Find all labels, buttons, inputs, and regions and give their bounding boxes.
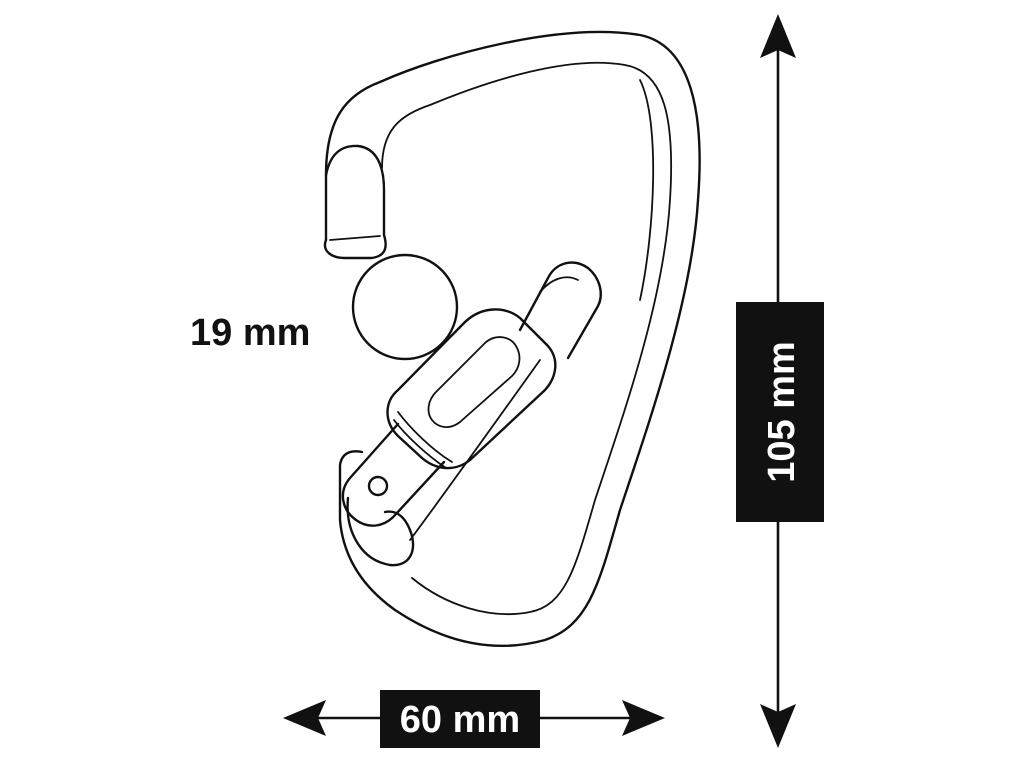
carabiner-hinge-lobe <box>346 496 415 567</box>
gate-opening-circle <box>351 253 459 361</box>
carabiner-nose <box>323 144 387 260</box>
carabiner-inner-contour <box>381 61 673 616</box>
gate-opening-label: 19 mm <box>190 312 310 354</box>
carabiner-outer-contour <box>324 30 701 647</box>
locking-sleeve-collar-2 <box>393 419 447 469</box>
length-arrow-bottom <box>760 704 796 748</box>
locking-sleeve-window <box>427 336 521 428</box>
length-dimension: 105 mm <box>736 14 824 748</box>
gate-pin-hole <box>367 475 389 497</box>
width-dimension: 60 mm <box>283 690 665 748</box>
length-label: 105 mm <box>761 341 803 483</box>
carabiner-spine-ridge <box>639 79 655 301</box>
width-label-box <box>380 690 540 748</box>
gate-tab <box>341 422 446 527</box>
gate-opening-indicator: 19 mm <box>190 253 459 361</box>
locking-sleeve-collar <box>397 411 453 463</box>
carabiner-nose-notch <box>329 235 381 241</box>
length-label-box <box>736 302 824 522</box>
width-label: 60 mm <box>400 699 520 741</box>
carabiner-body <box>323 30 701 647</box>
gate-rod <box>518 261 602 360</box>
gate-rod-highlight <box>539 276 579 293</box>
locking-sleeve <box>386 308 557 470</box>
width-arrow-right <box>622 700 665 736</box>
carabiner-basket-curve <box>409 359 541 541</box>
width-arrow-left <box>283 700 326 736</box>
length-arrow-top <box>760 14 796 58</box>
carabiner-gate <box>341 261 602 527</box>
